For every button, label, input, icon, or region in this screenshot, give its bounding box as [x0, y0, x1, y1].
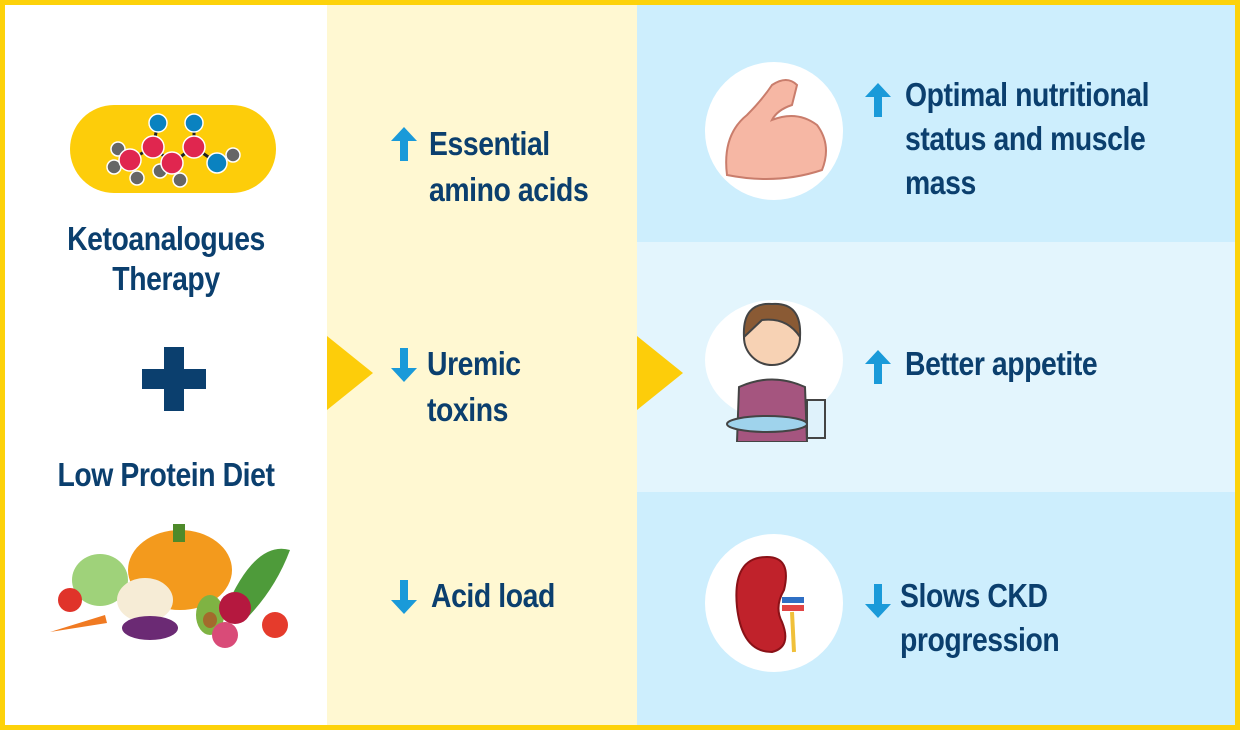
outcome-appetite: Better appetite	[905, 345, 1098, 382]
mechanism-uremic-toxins-line2: toxins	[427, 391, 509, 428]
molecule-icon	[70, 105, 276, 193]
arrow-down-icon	[391, 348, 417, 382]
outcome-row: Better appetite	[637, 242, 1235, 492]
arrow-up-icon	[391, 127, 417, 161]
flow-arrow-icon	[637, 336, 683, 410]
therapy-label-line2: Therapy	[112, 260, 220, 297]
therapy-column: Ketoanalogues Therapy Low Protein Diet	[5, 5, 327, 725]
mechanism-essential-amino-acids-line2: amino acids	[429, 171, 589, 208]
outcome-row: Slows CKD progression	[637, 492, 1235, 725]
outcome-nutrition-line1: Optimal nutritional	[905, 76, 1150, 113]
mechanism-acid-load: Acid load	[431, 577, 555, 614]
arrow-up-icon	[865, 350, 891, 384]
diet-label: Low Protein Diet	[57, 456, 275, 493]
outcome-row: Optimal nutritional status and muscle ma…	[637, 5, 1235, 242]
infographic: Ketoanalogues Therapy Low Protein Diet E…	[5, 5, 1235, 725]
arrow-down-icon	[865, 584, 891, 618]
outcome-ckd-line2: progression	[900, 621, 1060, 658]
outcome-ckd-line1: Slows CKD	[900, 577, 1048, 614]
muscle-icon	[725, 79, 827, 180]
arrow-up-icon	[865, 83, 891, 117]
vegetables-icon	[50, 524, 290, 648]
mechanism-column: Essential amino acids Uremic toxins Acid…	[327, 5, 637, 725]
eating-person-icon	[726, 302, 826, 442]
outcome-nutrition-line3: mass	[905, 164, 976, 201]
outcomes-column: Optimal nutritional status and muscle ma…	[637, 5, 1235, 725]
therapy-label-line1: Ketoanalogues	[67, 220, 265, 257]
kidney-icon	[735, 555, 804, 654]
arrow-down-icon	[391, 580, 417, 614]
flow-arrow-icon	[327, 336, 373, 410]
mechanism-uremic-toxins-line1: Uremic	[427, 345, 521, 382]
outcome-nutrition-line2: status and muscle	[905, 120, 1146, 157]
plus-icon	[142, 347, 206, 411]
mechanism-essential-amino-acids-line1: Essential	[429, 125, 550, 162]
